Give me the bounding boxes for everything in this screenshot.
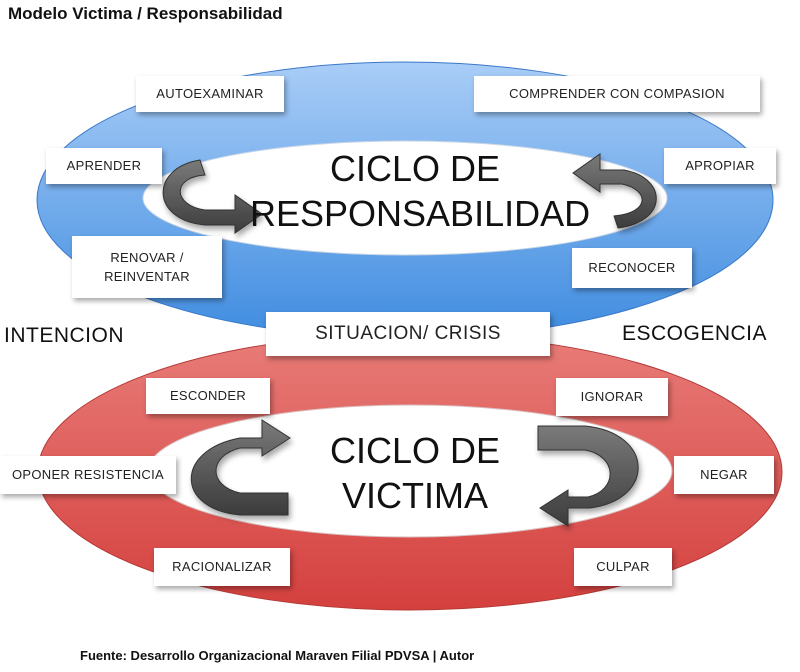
source-footer: Fuente: Desarrollo Organizacional Marave…	[80, 648, 475, 663]
arrow-right-top-icon	[572, 153, 657, 229]
step-ignorar: IGNORAR	[556, 378, 668, 416]
page-title: Modelo Victima / Responsabilidad	[8, 4, 283, 23]
step-apropiar: APROPIAR	[664, 148, 776, 184]
arrow-left-top-icon	[162, 159, 263, 234]
step-aprender: APRENDER	[46, 148, 162, 184]
step-autoexaminar: AUTOEXAMINAR	[136, 76, 284, 112]
arrow-left-bottom-icon	[190, 419, 291, 516]
step-esconder: ESCONDER	[146, 378, 270, 414]
step-negar: NEGAR	[674, 456, 774, 494]
arrow-right-bottom-icon	[537, 425, 639, 527]
responsibility-inner-ellipse	[142, 140, 668, 256]
intencion-label: INTENCION	[4, 324, 124, 347]
situacion-crisis-box: SITUACION/ CRISIS	[266, 312, 550, 356]
step-renovar-reinventar: RENOVAR / REINVENTAR	[72, 236, 222, 298]
responsibility-cycle-label: CICLO DE RESPONSABILIDAD	[250, 148, 591, 234]
step-culpar: CULPAR	[574, 548, 672, 586]
step-comprender-con-compasion: COMPRENDER CON COMPASION	[474, 76, 760, 112]
step-racionalizar: RACIONALIZAR	[154, 548, 290, 586]
step-oponer-resistencia: OPONER RESISTENCIA	[0, 456, 176, 494]
victim-cycle-label: CICLO DE VICTIMA	[329, 430, 501, 516]
step-reconocer: RECONOCER	[572, 248, 692, 288]
escogencia-label: ESCOGENCIA	[622, 322, 768, 345]
